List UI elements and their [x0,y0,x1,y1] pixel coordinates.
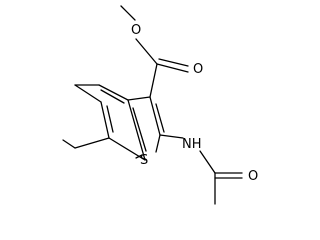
amide-nitrogen-label: NH [182,137,202,152]
thiophene-ring [127,96,165,159]
bond-c3a-c3 [127,96,151,101]
ester-oxygen-label: O [131,23,141,38]
bond-ester-o-methyl [120,5,136,21]
sulfur-label: S [140,153,148,168]
benzene-ring [74,84,147,161]
bond-c3a-c7a [127,99,146,161]
bond-n-acyl [199,150,216,174]
bond-carbonyl-ester-o [135,38,158,65]
bond-methyl-tail [62,139,76,149]
bond-c2-s1 [155,134,161,153]
bond-c4-c3a [98,84,129,101]
bond-c3-c2 [149,96,161,136]
ester-group [120,5,189,98]
bond-carbonyl-double-2 [158,58,189,67]
bond-c3a-c7a-inner [132,107,147,152]
bond-c7-c6 [100,101,110,139]
bond-methyl [74,137,110,149]
bond-c3-carbonyl [149,63,158,98]
bond-c2-n [159,134,184,139]
bond-c3-c2-inner [155,103,165,133]
bond-c7-c6-inner [106,105,114,133]
bond-c4-c3a-inner [100,89,125,104]
acetamido-group [159,134,243,205]
molecule-structure: O O S NH O [62,5,258,205]
bond-carbonyl-double-1 [156,63,189,73]
carbonyl-oxygen-label: O [193,62,203,77]
bond-s1-c7a [135,154,143,159]
bond-c6-c5 [74,84,102,103]
amide-oxygen-label: O [248,169,258,184]
